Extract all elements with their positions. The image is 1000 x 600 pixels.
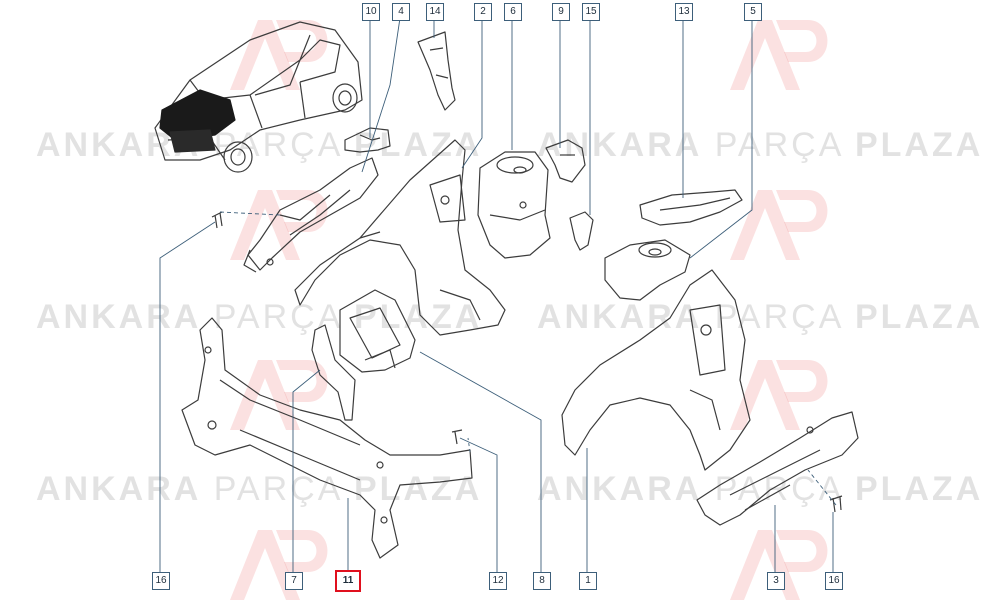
part-14-panel — [417, 31, 456, 111]
watermark-logo — [230, 530, 328, 600]
callout-11-highlighted[interactable]: 11 — [335, 570, 361, 592]
part-6-wheel-arch — [477, 151, 551, 259]
watermark-logo — [230, 360, 328, 430]
watermark-row-1-right: ANKARA PARÇA PLAZA — [537, 126, 984, 164]
part-15-bracket — [569, 211, 594, 251]
part-1-wing-panel — [561, 269, 751, 471]
part-8-box-bracket — [339, 289, 416, 373]
watermark-row-3-left: ANKARA PARÇA PLAZA — [36, 470, 483, 508]
callout-10[interactable]: 10 — [362, 3, 380, 21]
callout-6[interactable]: 6 — [504, 3, 522, 21]
part-16-bolt — [829, 495, 843, 513]
callout-12[interactable]: 12 — [489, 572, 507, 590]
callout-5[interactable]: 5 — [744, 3, 762, 21]
part-2-wing-panel — [294, 139, 506, 336]
part-16-bolt — [211, 211, 223, 229]
part-13-upper-rail — [639, 189, 743, 226]
watermark-logo — [730, 360, 828, 430]
part-7-bracket — [311, 324, 356, 421]
watermark-logo — [230, 20, 328, 90]
callout-8[interactable]: 8 — [533, 572, 551, 590]
part-9-bracket — [545, 139, 586, 183]
part-3-lower-rail — [696, 411, 859, 526]
watermark-row-3-right: ANKARA PARÇA PLAZA — [537, 470, 984, 508]
part-11-cross-member — [181, 317, 473, 559]
watermark-logo — [730, 20, 828, 90]
callout-14[interactable]: 14 — [426, 3, 444, 21]
part-5-wheel-arch — [604, 239, 691, 301]
callout-16-left[interactable]: 16 — [152, 572, 170, 590]
callout-2[interactable]: 2 — [474, 3, 492, 21]
callout-4[interactable]: 4 — [392, 3, 410, 21]
watermark-row-2-left: ANKARA PARÇA PLAZA — [36, 298, 483, 336]
callout-3[interactable]: 3 — [767, 572, 785, 590]
part-10-bracket — [344, 127, 391, 153]
callout-9[interactable]: 9 — [552, 3, 570, 21]
callout-15[interactable]: 15 — [582, 3, 600, 21]
part-12-bolt — [451, 429, 463, 445]
watermark-logo — [730, 190, 828, 260]
car-overview — [154, 21, 363, 173]
part-4-upper-rail — [243, 157, 379, 273]
leader-lines — [159, 17, 837, 572]
callout-1[interactable]: 1 — [579, 572, 597, 590]
callout-16-right[interactable]: 16 — [825, 572, 843, 590]
callout-7[interactable]: 7 — [285, 572, 303, 590]
callout-13[interactable]: 13 — [675, 3, 693, 21]
